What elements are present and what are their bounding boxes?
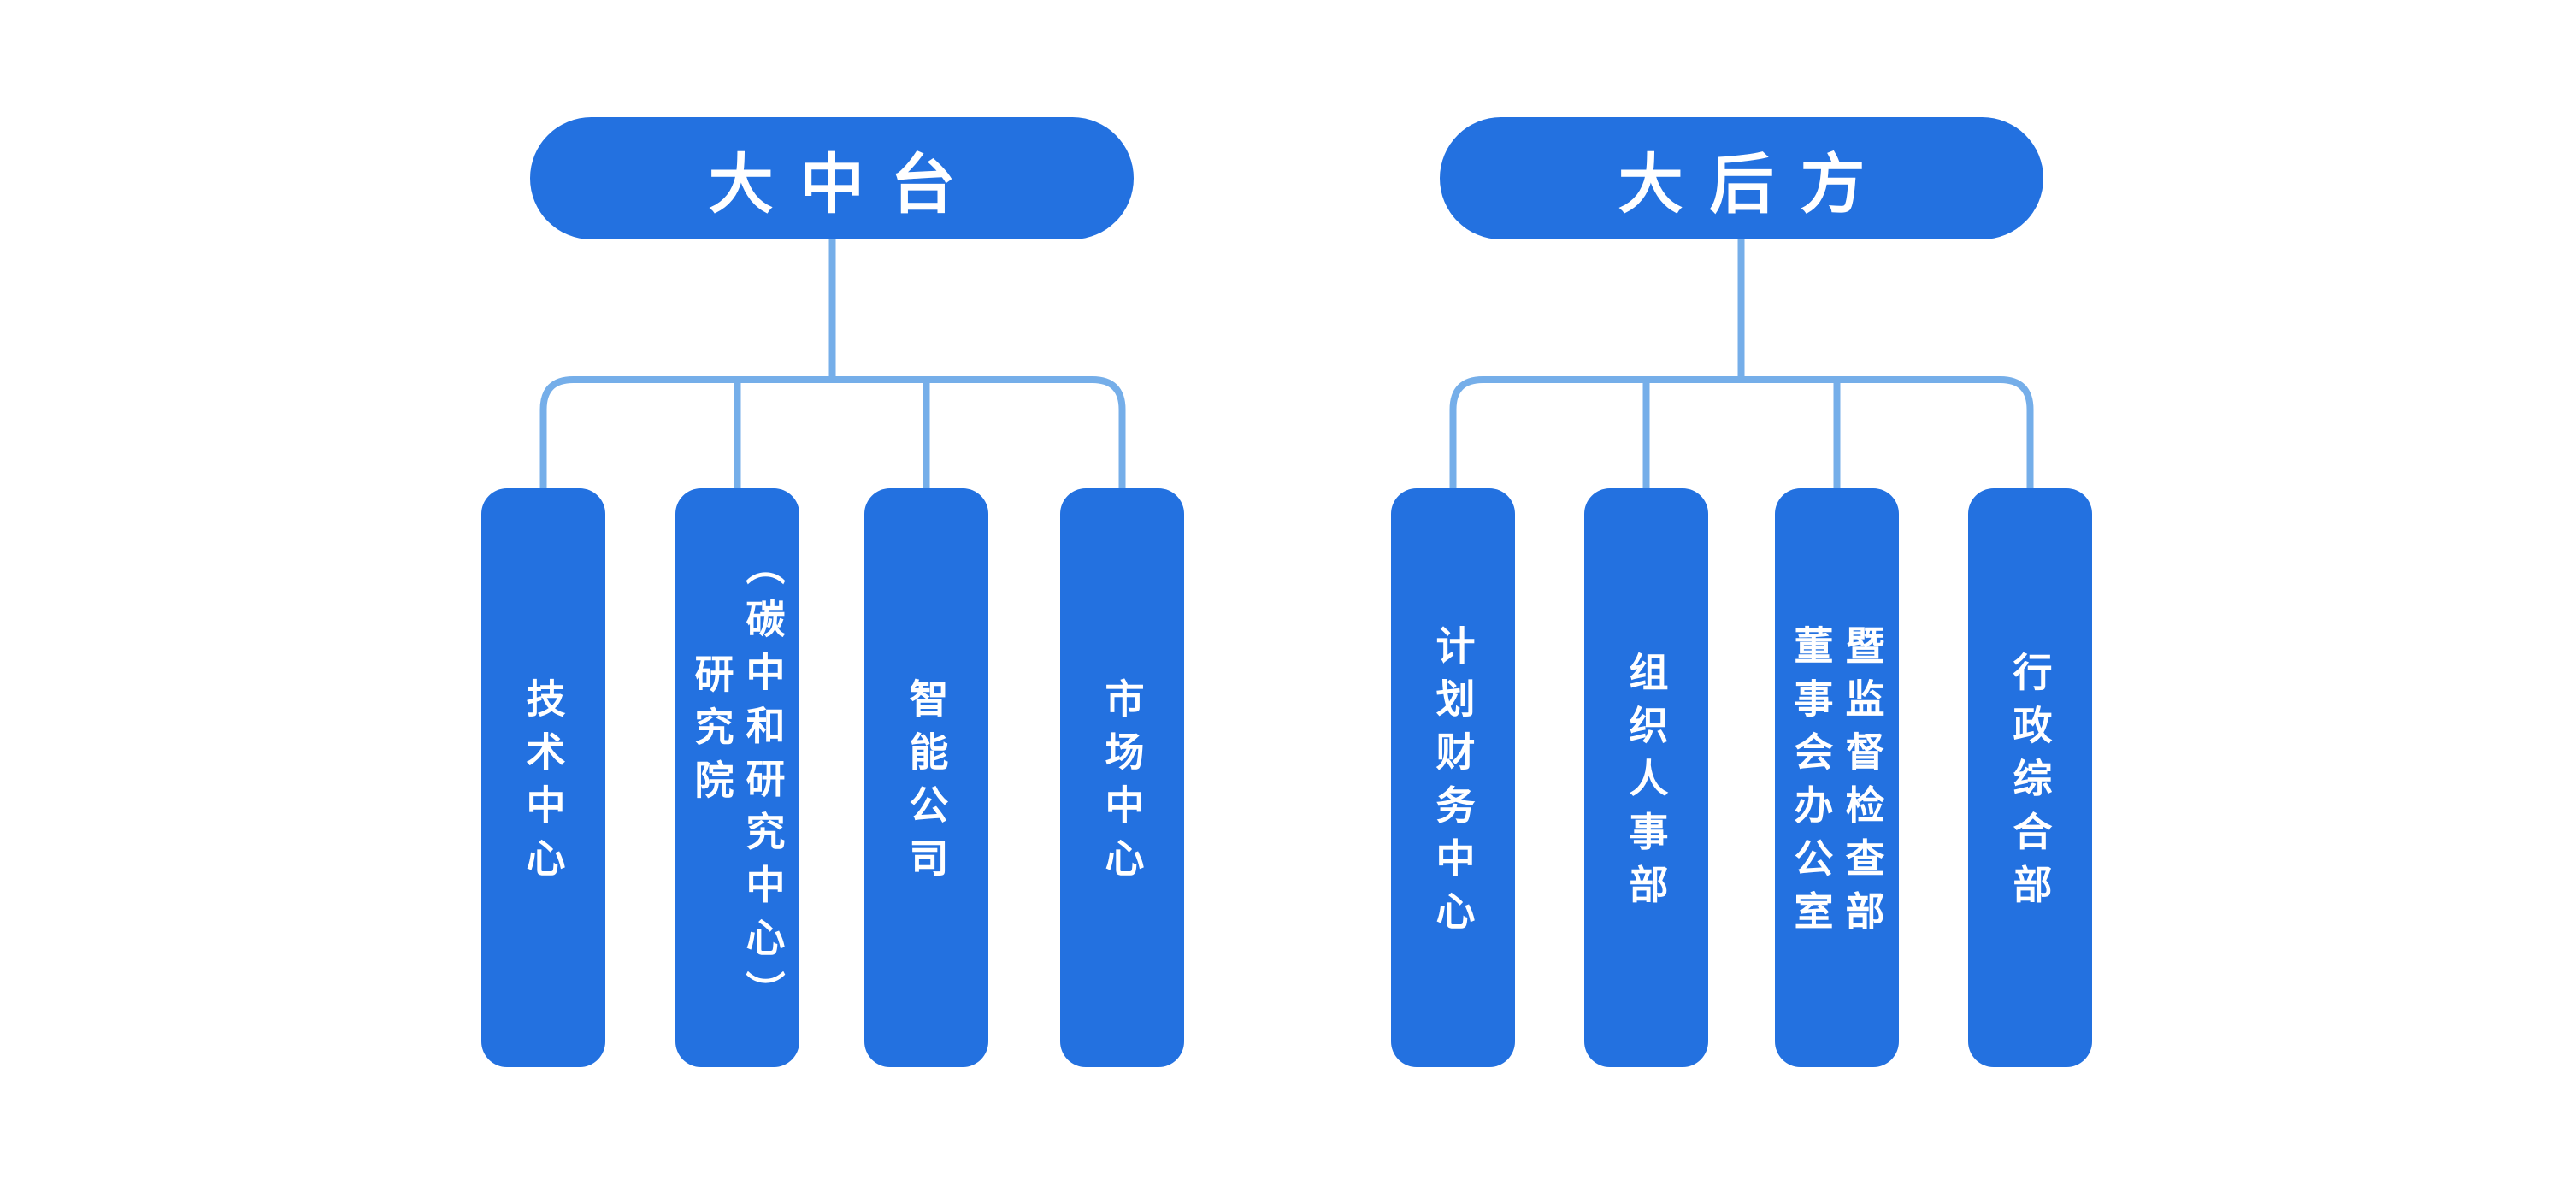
dept-label: 市场中心 — [1099, 678, 1145, 891]
dept-node-technology-center: 技术中心 — [481, 488, 605, 1067]
dept-node-intelligence-company: 智能公司 — [864, 488, 988, 1067]
connector-tree-left — [539, 239, 1126, 488]
dept-label: 计划财务中心 — [1430, 625, 1476, 944]
dept-label: 技术中心 — [521, 678, 566, 891]
group-node-dazhongtai: 大中台 — [530, 117, 1134, 239]
connector-rail — [539, 376, 1126, 488]
dept-node-board-office-supervision: 董事会办公室 暨监督检查部 — [1775, 488, 1899, 1067]
dept-label: 组织人事部 — [1624, 652, 1669, 918]
dept-node-market-center: 市场中心 — [1060, 488, 1184, 1067]
dept-label: 智能公司 — [904, 678, 949, 891]
dept-node-research-institute: 研究院 （碳中和研究中心） — [675, 488, 799, 1067]
group-node-dahoufang: 大后方 — [1440, 117, 2043, 239]
connector-rail — [1449, 376, 2034, 488]
dept-label: 董事会办公室 暨监督检查部 — [1789, 625, 1885, 944]
group-title: 大中台 — [708, 148, 981, 221]
dept-node-planning-finance-center: 计划财务中心 — [1391, 488, 1515, 1067]
connector-tree-right — [1449, 239, 2034, 488]
dept-node-admin-general-dept: 行政综合部 — [1968, 488, 2092, 1067]
dept-node-organization-hr-dept: 组织人事部 — [1584, 488, 1708, 1067]
dept-label: 行政综合部 — [2007, 652, 2053, 918]
dept-label: 研究院 （碳中和研究中心） — [689, 546, 786, 1024]
group-title: 大后方 — [1618, 148, 1891, 221]
